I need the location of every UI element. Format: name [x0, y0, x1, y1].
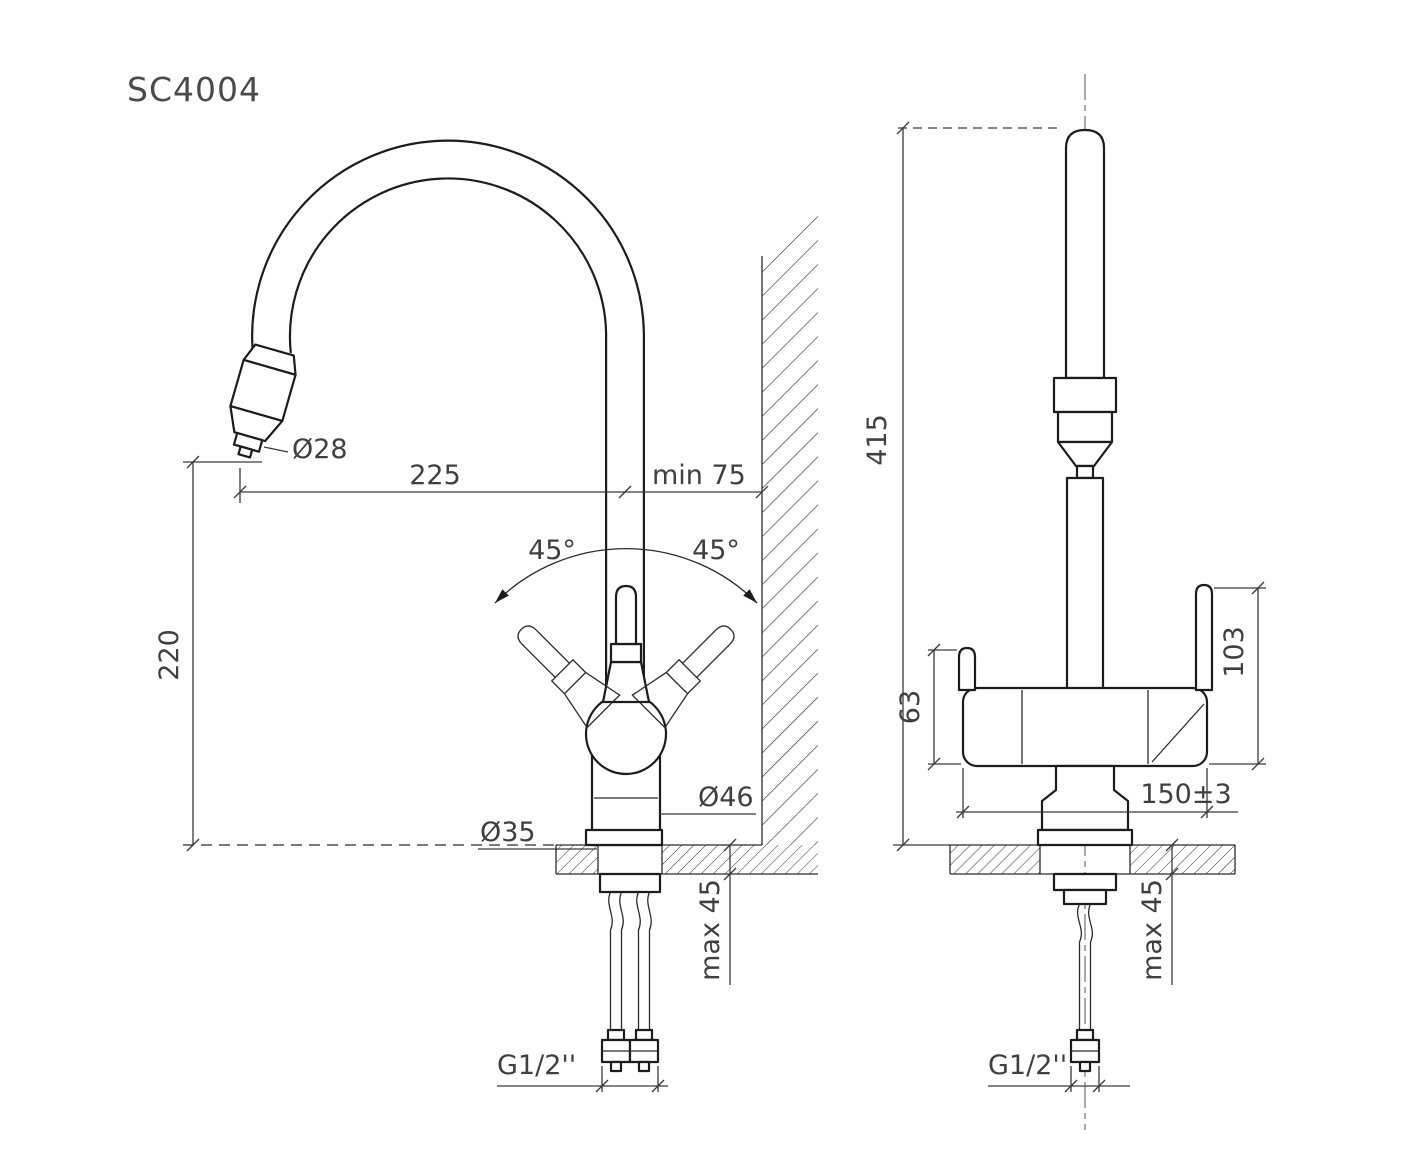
dim-max-counter-label: max 45 [695, 879, 726, 981]
dim-right-handle-label: 103 [1219, 626, 1250, 678]
side-view-faucet [229, 139, 735, 847]
mounting-nut-front [1052, 872, 1118, 892]
ball-joint [584, 692, 668, 776]
right-handle-lever [1194, 583, 1214, 692]
dim-body-diameter-label: Ø46 [698, 782, 754, 813]
spout-tube-fill [253, 141, 643, 842]
head-collar-upper [1052, 376, 1118, 414]
riser-front [1065, 476, 1105, 695]
front-view-faucet [957, 128, 1214, 847]
dim-angle-right-label: 45° [692, 535, 740, 566]
countertop-front [949, 844, 1236, 875]
side-view-dimensions: 225 min 75 Ø28 220 45° 45° Ø46 Ø35 max 4… [154, 434, 769, 1093]
model-number-label: SC4004 [127, 70, 261, 109]
front-under-counter [1052, 872, 1118, 1073]
spray-head [229, 343, 297, 459]
body-front [961, 686, 1209, 768]
dim-spout-diameter-label: Ø28 [292, 434, 348, 465]
dim-reach-label: 225 [409, 460, 461, 491]
dim-hole-diameter-label: Ø35 [480, 817, 536, 848]
front-view-dimensions: 415 63 103 150±3 max 45 G1/2'' [862, 121, 1266, 1093]
left-handle-lever [957, 646, 977, 692]
dim-total-height-label: 415 [862, 414, 893, 466]
handle-phantom-right [631, 625, 735, 729]
spout-front [1064, 128, 1106, 380]
handle-collar [609, 642, 643, 664]
countertop-side [555, 844, 818, 875]
spout-tube-outline [251, 139, 645, 842]
head-collar-lower [1056, 410, 1114, 444]
dim-left-handle-label: 63 [895, 690, 926, 724]
dim-max-counter-front-label: max 45 [1137, 879, 1168, 981]
mounting-nut [598, 872, 662, 894]
dim-thread-front-label: G1/2'' [988, 1050, 1067, 1081]
dim-min-wall-label: min 75 [652, 460, 746, 491]
base-bell [1040, 764, 1130, 832]
handle-lever [614, 584, 638, 646]
dim-body-width-label: 150±3 [1140, 779, 1231, 810]
base-flange-front [1036, 828, 1134, 847]
base-flange [584, 828, 664, 847]
dim-thread-label: G1/2'' [497, 1050, 576, 1081]
wall-section [761, 200, 818, 845]
handle-phantom-left [517, 625, 621, 729]
dim-angle-left-label: 45° [528, 535, 576, 566]
dim-spout-height-label: 220 [154, 629, 185, 681]
handle-stem [601, 660, 651, 704]
side-under-counter [598, 872, 662, 1073]
